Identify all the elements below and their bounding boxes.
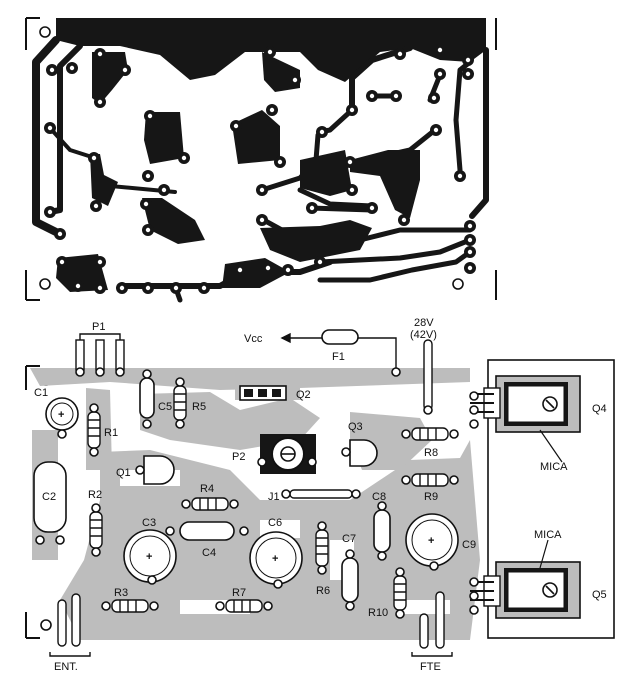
- label-r1: R1: [104, 427, 118, 439]
- label-r6: R6: [316, 585, 330, 597]
- q4-transistor: [470, 375, 581, 433]
- c2-capacitor: [33, 461, 67, 533]
- c6-capacitor: +: [249, 531, 303, 585]
- label-q3: Q3: [348, 421, 363, 433]
- c9-capacitor: +: [405, 513, 459, 567]
- label-q4: Q4: [592, 403, 607, 415]
- label-c8: C8: [372, 491, 386, 503]
- label-c7: C7: [342, 533, 356, 545]
- c8-capacitor: [373, 509, 391, 553]
- r9-resistor: [411, 473, 449, 487]
- svg-text:+: +: [58, 409, 64, 421]
- label-ent: ENT.: [54, 661, 78, 673]
- label-c4: C4: [202, 547, 216, 559]
- r5-resistor: [173, 385, 187, 421]
- label-r9: R9: [424, 491, 438, 503]
- component-overlay: + + + +: [25, 317, 615, 673]
- ent-input: [49, 593, 91, 657]
- label-c2: C2: [42, 491, 56, 503]
- svg-text:+: +: [146, 551, 152, 563]
- label-f1: F1: [332, 351, 345, 363]
- copper-layout: [25, 17, 497, 303]
- supply-lead: [423, 339, 433, 411]
- q3-transistor: [349, 439, 378, 467]
- vcc-arrow: [280, 332, 397, 370]
- f1-fuse: [321, 329, 359, 345]
- r8-resistor: [411, 427, 449, 441]
- label-mica-bottom: MICA: [534, 529, 562, 541]
- r4-resistor: [191, 497, 229, 511]
- svg-text:+: +: [428, 535, 434, 547]
- label-r3: R3: [114, 587, 128, 599]
- label-p2: P2: [232, 451, 245, 463]
- c5-capacitor: [139, 377, 155, 419]
- label-mica-top: MICA: [540, 461, 568, 473]
- r6-resistor: [315, 529, 329, 567]
- label-42v: (42V): [410, 329, 437, 341]
- label-c1: C1: [34, 387, 48, 399]
- label-q5: Q5: [592, 589, 607, 601]
- p1-potentiometer: [75, 333, 125, 371]
- label-q1: Q1: [116, 467, 131, 479]
- label-r7: R7: [232, 587, 246, 599]
- r1-resistor: [87, 411, 101, 449]
- r10-resistor: [393, 575, 407, 611]
- c4-capacitor: [179, 521, 235, 541]
- c7-capacitor: [341, 557, 359, 603]
- label-q2: Q2: [296, 389, 311, 401]
- j1-jumper: [289, 489, 353, 499]
- q5-transistor: [470, 561, 581, 619]
- r2-resistor: [89, 511, 103, 549]
- label-p1: P1: [92, 321, 105, 333]
- q1-transistor: [143, 455, 175, 485]
- label-c9: C9: [462, 539, 476, 551]
- label-fte: FTE: [420, 661, 441, 673]
- label-28v: 28V: [414, 317, 434, 329]
- r3-resistor: [111, 599, 149, 613]
- label-r2: R2: [88, 489, 102, 501]
- c1-capacitor: +: [45, 397, 79, 431]
- fte-leads: [411, 591, 453, 657]
- c3-capacitor: +: [123, 529, 177, 583]
- label-c3: C3: [142, 517, 156, 529]
- r7-resistor: [225, 599, 263, 613]
- label-r8: R8: [424, 447, 438, 459]
- label-c5: C5: [158, 401, 172, 413]
- label-r10: R10: [368, 607, 388, 619]
- label-vcc: Vcc: [244, 333, 263, 345]
- label-r4: R4: [200, 483, 214, 495]
- p2-trimmer: [260, 434, 316, 474]
- svg-text:+: +: [272, 553, 278, 565]
- q2-transistor: [239, 385, 287, 401]
- label-r5: R5: [192, 401, 206, 413]
- label-j1: J1: [268, 491, 280, 503]
- label-c6: C6: [268, 517, 282, 529]
